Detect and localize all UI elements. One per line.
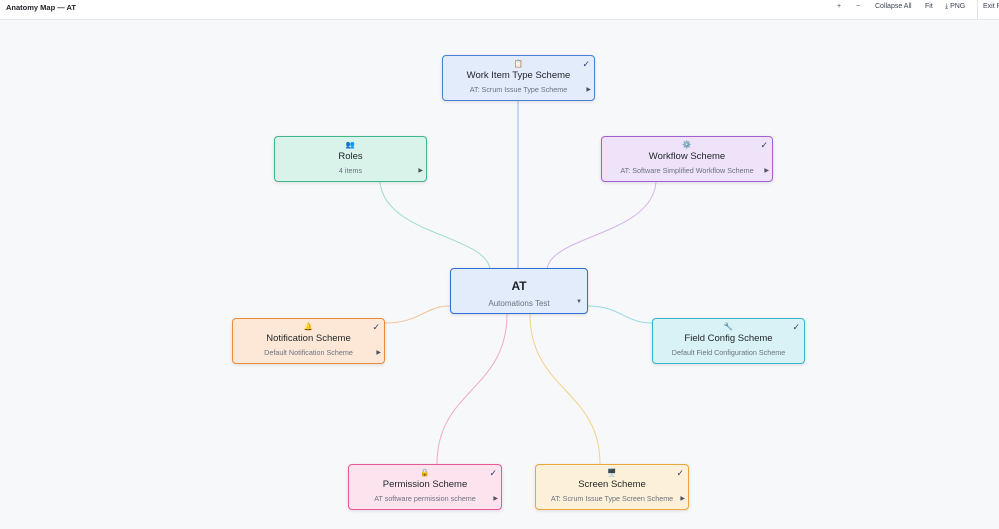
- check-icon: ✓: [372, 322, 380, 332]
- users-icon: 👥: [345, 140, 356, 149]
- node-title: Permission Scheme: [382, 479, 468, 490]
- expand-arrow-icon[interactable]: ▶: [680, 496, 685, 502]
- node-subtitle: AT: Scrum Issue Type Screen Scheme: [550, 494, 674, 503]
- expand-arrow-icon[interactable]: ▶: [586, 87, 591, 93]
- collapse-all-button[interactable]: Collapse All: [875, 3, 912, 10]
- node-title: Field Config Scheme: [684, 333, 773, 344]
- export-png-button[interactable]: ⤓ PNG: [945, 2, 965, 12]
- node-subtitle: Default Field Configuration Scheme: [671, 348, 786, 357]
- node-subtitle: AT software permission scheme: [374, 494, 476, 503]
- toolbar: Anatomy Map — AT + − Collapse All Fit ⤓ …: [0, 0, 999, 20]
- gear-icon: ⚙️: [682, 140, 692, 149]
- download-icon: ⤓: [945, 3, 949, 10]
- expand-arrow-icon[interactable]: ▶: [376, 350, 381, 356]
- page-title: Anatomy Map — AT: [6, 3, 77, 12]
- connector-notification-scheme: [384, 305, 451, 324]
- node-title: Roles: [338, 151, 363, 162]
- expand-arrow-icon[interactable]: ▶: [764, 168, 769, 174]
- toolbar-divider: [977, 0, 978, 19]
- check-icon: ✓: [676, 468, 684, 478]
- lock-icon: 🔒: [420, 468, 430, 477]
- node-subtitle: Default Notification Scheme: [264, 348, 353, 357]
- node-notification-scheme[interactable]: 🔔 Notification Scheme Default Notificati…: [232, 318, 385, 364]
- wrench-icon: 🔧: [723, 322, 734, 331]
- node-subtitle: 4 items: [338, 166, 363, 175]
- check-icon: ✓: [760, 140, 768, 150]
- clipboard-icon: 📋: [513, 59, 524, 68]
- check-icon: ✓: [582, 59, 590, 69]
- bell-icon: 🔔: [303, 322, 314, 331]
- node-title: Notification Scheme: [266, 333, 351, 344]
- center-node-subtitle: Automations Test: [488, 299, 550, 308]
- check-icon: ✓: [489, 468, 497, 478]
- node-title: Workflow Scheme: [648, 151, 726, 162]
- node-roles[interactable]: 👥 Roles 4 items ✓ ▶: [274, 136, 427, 182]
- expand-arrow-icon[interactable]: ▶: [418, 168, 423, 174]
- node-subtitle: AT: Software Simplified Workflow Scheme: [620, 166, 754, 175]
- connector-screen-scheme: [529, 313, 601, 465]
- connector-permission-scheme: [436, 313, 508, 465]
- export-png-label: PNG: [950, 3, 966, 10]
- node-subtitle: AT: Scrum Issue Type Scheme: [469, 85, 568, 94]
- node-work-item-type-scheme[interactable]: 📋 Work Item Type Scheme AT: Scrum Issue …: [442, 55, 595, 101]
- expand-arrow-icon[interactable]: ▶: [493, 496, 498, 502]
- zoom-out-button[interactable]: −: [856, 3, 861, 10]
- zoom-in-button[interactable]: +: [837, 3, 842, 10]
- center-node-title: AT: [511, 279, 527, 293]
- connector-roles: [379, 181, 491, 270]
- node-title: Screen Scheme: [578, 479, 646, 490]
- node-field-config-scheme[interactable]: 🔧 Field Config Scheme Default Field Conf…: [652, 318, 805, 364]
- exit-fullscreen-button[interactable]: Exit F: [983, 3, 999, 10]
- connector-workflow-scheme: [546, 181, 657, 270]
- node-screen-scheme[interactable]: 🖥️ Screen Scheme AT: Scrum Issue Type Sc…: [535, 464, 689, 510]
- node-title: Work Item Type Scheme: [466, 70, 571, 81]
- node-workflow-scheme[interactable]: ⚙️ Workflow Scheme AT: Software Simplifi…: [601, 136, 773, 182]
- collapse-toggle-icon[interactable]: ▼: [576, 299, 582, 305]
- node-permission-scheme[interactable]: 🔒 Permission Scheme AT software permissi…: [348, 464, 502, 510]
- fit-button[interactable]: Fit: [925, 3, 933, 10]
- connector-field-config-scheme: [587, 305, 653, 324]
- center-node-at[interactable]: AT Automations Test ▼: [450, 268, 588, 314]
- check-icon: ✓: [792, 322, 800, 332]
- monitor-icon: 🖥️: [607, 468, 617, 477]
